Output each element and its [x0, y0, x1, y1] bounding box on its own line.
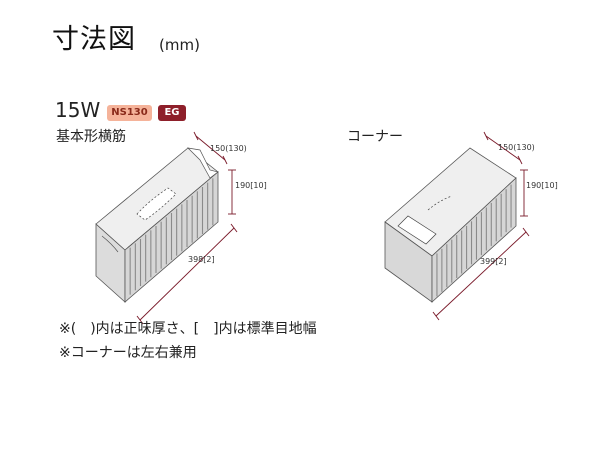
corner-block-label: コーナー — [347, 129, 403, 145]
corner-block-stripes — [436, 184, 512, 297]
note-thickness: ※( )内は正味厚さ、[ ]内は標準目地幅 — [59, 321, 317, 337]
model-name: 15W — [55, 98, 101, 122]
eg-badge: EG — [158, 105, 186, 121]
corner-dim-height: 190[10] — [526, 181, 558, 190]
page-title: 寸法図 — [52, 24, 136, 55]
standard-dim-width: 150(130) — [210, 144, 247, 153]
corner-dim-width: 150(130) — [498, 143, 535, 152]
standard-block-shape — [95, 147, 219, 303]
corner-dim-length: 399[2] — [480, 257, 507, 266]
standard-dim-height: 190[10] — [235, 181, 267, 190]
unit-label: (mm) — [159, 36, 200, 54]
ns-badge: NS130 — [107, 105, 152, 121]
corner-block-shape — [384, 147, 517, 303]
standard-block-stripes — [129, 178, 214, 295]
note-corner: ※コーナーは左右兼用 — [59, 345, 197, 361]
standard-dim-length: 398[2] — [188, 255, 215, 264]
standard-block-label: 基本形横筋 — [56, 129, 126, 145]
